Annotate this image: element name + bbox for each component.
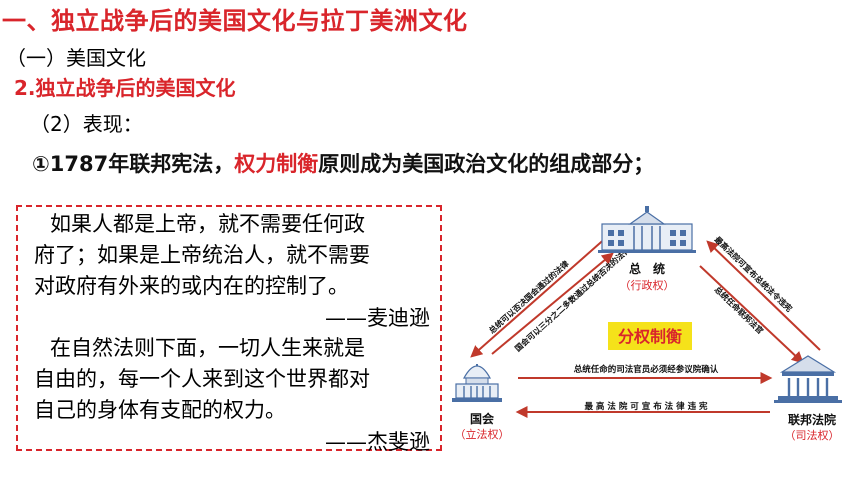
- court-name: 联邦法院: [788, 412, 836, 427]
- quote-line: 自由的，每一个人来到这个世界都对: [34, 367, 370, 391]
- item-heading: （2）表现：: [30, 112, 143, 136]
- arrow-left-outer: [470, 235, 609, 358]
- court-power: （司法权）: [785, 428, 840, 442]
- page-title: 一、独立战争后的美国文化与拉丁美洲文化: [2, 7, 468, 35]
- president-power: （行政权）: [620, 278, 675, 292]
- key-point-highlight: 权力制衡: [234, 152, 319, 176]
- center-label-bg: [608, 322, 692, 350]
- separation-of-powers-diagram: 总统可以否决国会通过的法律 国会可以三分之二多数通过总统否决的法律 最高法院可宣…: [452, 206, 856, 454]
- key-point-prefix: ①1787年联邦宪法，: [32, 152, 235, 176]
- quote-box: 如果人都是上帝，就不需要任何政 府了；如果是上帝统治人，就不需要 对政府有外来的…: [16, 205, 444, 454]
- key-point: ①1787年联邦宪法，权力制衡原则成为美国政治文化的组成部分；: [32, 148, 654, 178]
- section-heading: （一）美国文化: [6, 46, 146, 70]
- quote-madison: 如果人都是上帝，就不需要任何政 府了；如果是上帝统治人，就不需要 对政府有外来的…: [18, 209, 444, 302]
- quote-author-madison: ——麦迪逊: [325, 306, 430, 330]
- quote-line: 自己的身体有支配的权力。: [34, 398, 286, 422]
- quote-line: 在自然法则下面，一切人生来就是: [50, 336, 365, 360]
- quote-line: 对政府有外来的或内在的控制了。: [34, 274, 349, 298]
- president-name: 总 统: [629, 261, 665, 276]
- capitol-icon: [452, 364, 502, 402]
- center-label: 分权制衡: [618, 327, 682, 346]
- quote-jefferson: 在自然法则下面，一切人生来就是 自由的，每一个人来到这个世界都对 自己的身体有支…: [18, 333, 444, 426]
- quote-line: 如果人都是上帝，就不需要任何政: [50, 212, 365, 236]
- arrow-right-outer: [706, 240, 821, 351]
- subsection-heading: 2.独立战争后的美国文化: [14, 76, 236, 100]
- quote-line: 府了；如果是上帝统治人，就不需要: [34, 243, 370, 267]
- white-house-icon: [598, 206, 696, 253]
- edge-label-bottom-lower: 最 高 法 院 可 宣 布 法 律 违 宪: [584, 401, 708, 412]
- edge-label-right-inner: 总统任命联邦法官: [713, 284, 766, 336]
- key-point-suffix: 原则成为美国政治文化的组成部分；: [318, 152, 655, 176]
- congress-power: （立法权）: [455, 427, 510, 441]
- edge-label-bottom-upper: 总统任命的司法官员必须经参议院确认: [574, 364, 719, 375]
- quote-author-jefferson: ——杰斐逊: [325, 430, 430, 454]
- arrow-left-inner: [491, 252, 614, 355]
- congress-name: 国会: [470, 411, 495, 426]
- courthouse-icon: [774, 355, 842, 403]
- arrow-right-inner: [699, 265, 804, 364]
